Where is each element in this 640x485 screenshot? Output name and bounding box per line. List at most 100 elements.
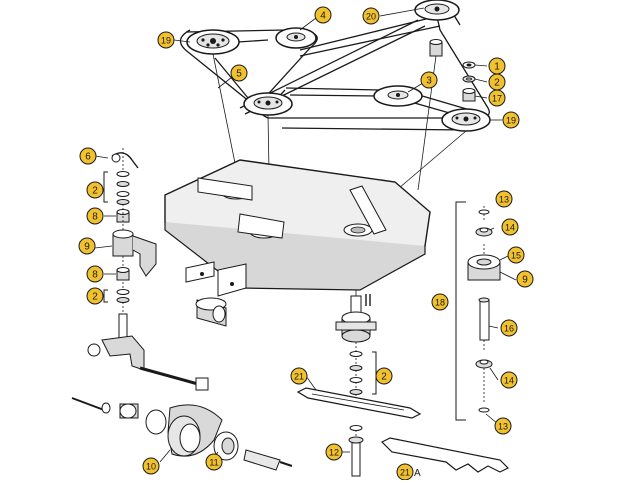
callout-circle <box>494 417 512 435</box>
deck-bushing <box>195 297 227 327</box>
callout-c3: 3 <box>420 71 438 89</box>
mower-blade-21a <box>380 437 510 473</box>
callout-c13b: 13 <box>494 417 512 435</box>
callout-circle <box>431 293 449 311</box>
pulley-top-right <box>414 0 460 21</box>
callout-c5: 5 <box>230 64 248 82</box>
pulley-bottom-right <box>441 108 491 132</box>
belt-cross-b <box>285 87 381 97</box>
callout-number: 4 <box>320 11 326 22</box>
callout-number: 21 <box>400 468 410 478</box>
callout-c8b: 8 <box>86 265 104 283</box>
callout-circle <box>375 367 393 385</box>
callout-suffix: A <box>414 468 421 479</box>
callout-circle <box>86 207 104 225</box>
callout-circle <box>79 147 97 165</box>
callout-c19b: 19 <box>502 111 520 129</box>
callout-c2c: 2 <box>86 287 104 305</box>
callout-c15: 15 <box>507 246 525 264</box>
callout-circle <box>230 64 248 82</box>
callout-number: 14 <box>504 376 514 386</box>
callout-c17: 17 <box>488 89 506 107</box>
bracket-braces <box>103 171 466 421</box>
callout-number: 19 <box>161 36 171 46</box>
callout-circle <box>420 71 438 89</box>
callout-number: 9 <box>84 242 90 253</box>
callout-circle <box>142 457 160 475</box>
callout-c19a: 19 <box>157 31 175 49</box>
spacer-right-top <box>429 39 476 102</box>
callout-circle <box>500 319 518 337</box>
callout-c14b: 14 <box>500 371 518 389</box>
callout-circle <box>516 270 534 288</box>
callout-c21b: 21 <box>396 463 414 481</box>
callout-number: 6 <box>85 152 91 163</box>
callout-circle <box>325 443 343 461</box>
callout-c18: 18 <box>431 293 449 311</box>
callout-c12: 12 <box>325 443 343 461</box>
callout-c1: 1 <box>488 57 506 75</box>
callout-c21a: 21 <box>290 367 308 385</box>
callout-c2d: 2 <box>375 367 393 385</box>
idler-pulley-top <box>275 27 317 49</box>
callout-number: 10 <box>146 462 156 472</box>
callout-circle <box>500 371 518 389</box>
callout-c2b: 2 <box>86 181 104 199</box>
callout-c8a: 8 <box>86 207 104 225</box>
callout-c14a: 14 <box>501 218 519 236</box>
callout-number: 21 <box>294 372 304 382</box>
callout-circle <box>157 31 175 49</box>
callout-c20: 20 <box>362 7 380 25</box>
spindle-drive-assembly <box>71 397 293 471</box>
blade-bolt-12 <box>348 425 364 477</box>
callout-number: 9 <box>522 275 528 286</box>
right-spindle-stack <box>467 209 501 413</box>
callout-circle <box>86 181 104 199</box>
callout-circle <box>290 367 308 385</box>
belt-drive-assembly <box>179 6 490 131</box>
callout-circle <box>205 453 223 471</box>
callout-circle <box>86 287 104 305</box>
callout-circle <box>502 111 520 129</box>
callout-number: 2 <box>92 186 98 197</box>
callout-number: 17 <box>492 94 502 104</box>
callout-number: 8 <box>92 212 98 223</box>
center-spindle-housing <box>335 294 377 395</box>
callout-circle <box>488 89 506 107</box>
pulley-center <box>243 92 293 116</box>
callout-number: 12 <box>329 448 339 458</box>
callout-number: 15 <box>511 251 521 261</box>
callout-c6: 6 <box>79 147 97 165</box>
callout-number: 2 <box>381 372 387 383</box>
mower-deck-plate <box>164 159 431 297</box>
callout-circle <box>501 218 519 236</box>
callout-number: 11 <box>209 458 218 468</box>
callout-circle <box>507 246 525 264</box>
callout-circle <box>78 237 96 255</box>
callout-number: 8 <box>92 270 98 281</box>
callout-c4: 4 <box>314 6 332 24</box>
callout-number: 18 <box>435 298 445 308</box>
callout-c10: 10 <box>142 457 160 475</box>
callout-number: 19 <box>506 116 516 126</box>
callout-c11: 11 <box>205 453 223 471</box>
callout-c9b: 9 <box>516 270 534 288</box>
callout-circle <box>362 7 380 25</box>
callout-circle <box>495 190 513 208</box>
pulley-top-left <box>186 29 240 55</box>
callout-number: 1 <box>494 62 500 73</box>
callout-number: 20 <box>366 12 376 22</box>
callout-number: 5 <box>236 69 242 80</box>
idler-pulley-right <box>373 85 423 107</box>
callout-number: 16 <box>504 324 514 334</box>
callout-c2a: 2 <box>488 73 506 91</box>
callout-c13a: 13 <box>495 190 513 208</box>
callout-number: 3 <box>426 76 432 87</box>
callout-circle <box>86 265 104 283</box>
callout-number: 13 <box>499 195 509 205</box>
callout-c16: 16 <box>500 319 518 337</box>
callout-number: 2 <box>494 78 500 89</box>
